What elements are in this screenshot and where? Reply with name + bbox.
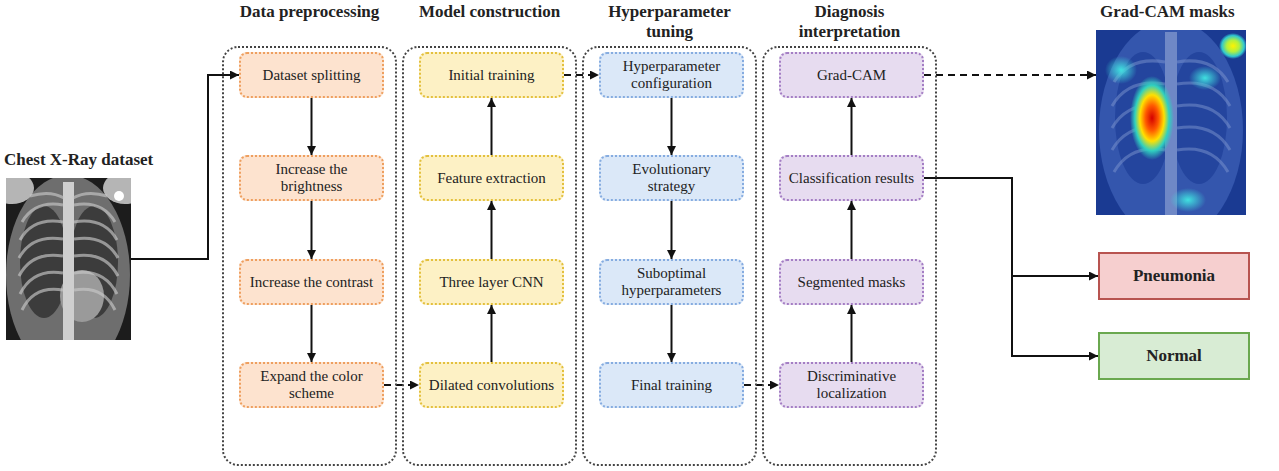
flow-arrow	[491, 305, 493, 362]
process-box: Grad-CAM	[779, 52, 924, 98]
box-label: Hyperparameter configuration	[607, 58, 736, 92]
image-node: Grad-CAM masks	[1096, 30, 1246, 215]
stage-group: Diagnosis interpretationGrad-CAMClassifi…	[762, 46, 937, 466]
box-label: Increase the contrast	[250, 274, 373, 291]
flow-arrow	[671, 98, 673, 155]
stage-heading-text: Data preprocessing	[235, 2, 385, 22]
stage-group: Data preprocessingDataset splittingIncre…	[222, 46, 397, 466]
stage-heading: Data preprocessing	[224, 2, 395, 22]
box-label: Evolutionary strategy	[607, 161, 736, 195]
result-box: Normal	[1098, 332, 1250, 380]
box-label: Initial training	[448, 67, 534, 84]
flow-arrow	[924, 178, 1098, 356]
xray-image	[6, 178, 131, 340]
flow-arrow	[671, 201, 673, 259]
flow-arrow	[311, 305, 313, 362]
stage-group: Model constructionInitial trainingFeatur…	[402, 46, 577, 466]
stage-heading-text: Model construction	[415, 2, 565, 22]
image-heading: Chest X-Ray dataset	[4, 150, 153, 170]
box-label: Final training	[631, 377, 712, 394]
stage-heading: Diagnosis interpretation	[764, 2, 935, 42]
process-box: Expand the color scheme	[239, 362, 384, 408]
process-box: Initial training	[419, 52, 564, 98]
process-box: Discriminative localization	[779, 362, 924, 408]
stage-heading-text: Diagnosis interpretation	[775, 2, 925, 42]
box-label: Discriminative localization	[787, 368, 916, 402]
box-label: Grad-CAM	[817, 67, 886, 84]
box-label: Expand the color scheme	[247, 368, 376, 402]
image-node: Chest X-Ray dataset	[6, 178, 131, 340]
stage-heading: Model construction	[404, 2, 575, 22]
process-box: Suboptimal hyperparameters	[599, 259, 744, 305]
process-box: Three layer CNN	[419, 259, 564, 305]
stage-group: Hyperparameter tuningHyperparameter conf…	[582, 46, 757, 466]
flow-arrow	[671, 305, 673, 362]
box-label: Three layer CNN	[439, 274, 543, 291]
process-box: Dataset splitting	[239, 52, 384, 98]
result-box: Pneumonia	[1098, 252, 1250, 300]
box-label: Increase the brightness	[247, 161, 376, 195]
flow-arrow	[491, 98, 493, 155]
process-box: Classification results	[779, 155, 924, 201]
box-label: Dataset splitting	[263, 67, 361, 84]
box-label: Suboptimal hyperparameters	[607, 265, 736, 299]
process-box: Increase the contrast	[239, 259, 384, 305]
process-box: Hyperparameter configuration	[599, 52, 744, 98]
box-label: Feature extraction	[437, 170, 546, 187]
process-box: Evolutionary strategy	[599, 155, 744, 201]
process-box: Dilated convolutions	[419, 362, 564, 408]
stage-heading-text: Hyperparameter tuning	[595, 2, 745, 42]
process-box: Feature extraction	[419, 155, 564, 201]
box-label: Pneumonia	[1133, 266, 1215, 286]
stage-heading: Hyperparameter tuning	[584, 2, 755, 42]
dashed-arrow	[924, 74, 1096, 76]
gradcam-image	[1096, 30, 1246, 215]
flow-arrow	[311, 201, 313, 259]
flow-arrow	[491, 201, 493, 259]
flow-arrow	[851, 98, 853, 155]
image-heading: Grad-CAM masks	[1100, 2, 1235, 22]
flow-arrow	[851, 201, 853, 259]
flow-arrow	[851, 305, 853, 362]
process-box: Final training	[599, 362, 744, 408]
process-box: Increase the brightness	[239, 155, 384, 201]
box-label: Normal	[1146, 346, 1202, 366]
flow-arrow	[311, 98, 313, 155]
box-label: Classification results	[789, 170, 914, 187]
process-box: Segmented masks	[779, 259, 924, 305]
box-label: Segmented masks	[798, 274, 906, 291]
box-label: Dilated convolutions	[429, 377, 554, 394]
